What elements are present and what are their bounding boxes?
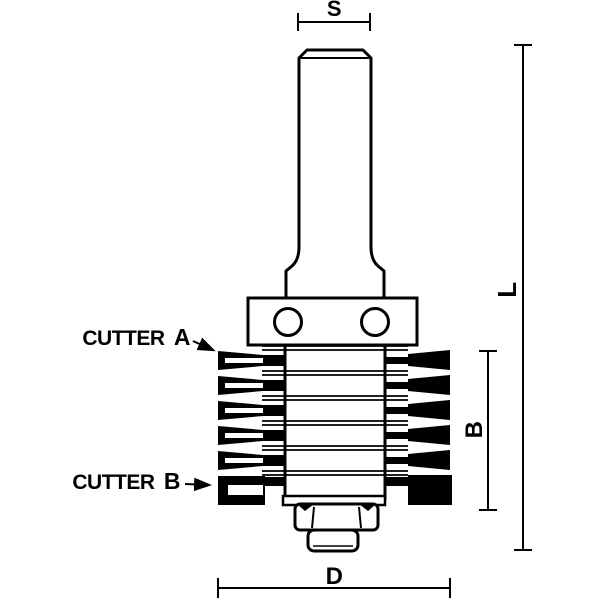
- cutter-tooth-left-4: [218, 426, 285, 445]
- cutter-b-tooth: [218, 476, 285, 505]
- dim-l: [514, 44, 532, 551]
- cutter-stack: [218, 345, 452, 507]
- cutter-tooth-left-3: [218, 401, 285, 420]
- cutter-teeth-left: [218, 351, 285, 505]
- dim-s: [297, 13, 371, 31]
- cutter-b-label: CUTTER B: [72, 468, 180, 494]
- hex-nut-chamfer-left: [297, 504, 314, 511]
- dim-d: [217, 578, 451, 598]
- cutter-tooth-right-1: [385, 350, 450, 370]
- cutter-tooth-right-3: [385, 400, 450, 420]
- hex-nut-facet-left: [311, 506, 315, 529]
- collar-hole-left: [273, 307, 303, 337]
- cutter-a-label-prefix: CUTTER: [82, 327, 164, 350]
- arbor-nut: [293, 502, 380, 553]
- cutter-tooth-left-2: [218, 376, 285, 395]
- dim-b-label: B: [461, 421, 488, 438]
- cutter-b-label-prefix: CUTTER: [72, 471, 154, 494]
- shank-outline: [284, 48, 386, 300]
- cutter-teeth-right: [385, 350, 452, 505]
- dim-b: [479, 350, 497, 511]
- cutter-b-arrow: [184, 477, 212, 492]
- arbor-collar: [246, 296, 419, 347]
- cutter-tooth-right-4: [385, 425, 450, 445]
- arbor-stud: [306, 528, 360, 553]
- dim-s-label: S: [327, 0, 341, 21]
- cutter-tooth-left-1: [218, 351, 285, 370]
- cutter-tooth-left-5: [218, 451, 285, 470]
- cutter-a-arrow: [192, 337, 216, 352]
- dim-d-label: D: [326, 563, 343, 590]
- hex-nut-facet-right: [358, 506, 362, 529]
- cutter-tooth-right-6: [385, 475, 452, 505]
- collar-hole-right: [360, 307, 390, 337]
- hex-nut-chamfer-right: [359, 504, 376, 511]
- cutter-tooth-right-5: [385, 450, 450, 470]
- cutter-tooth-right-2: [385, 375, 450, 395]
- cutter-a-label-letter: A: [174, 324, 190, 350]
- shank: [284, 48, 386, 300]
- dim-l-label: L: [492, 282, 522, 298]
- cutter-b-label-letter: B: [164, 468, 180, 494]
- cutter-a-label: CUTTER A: [82, 324, 190, 350]
